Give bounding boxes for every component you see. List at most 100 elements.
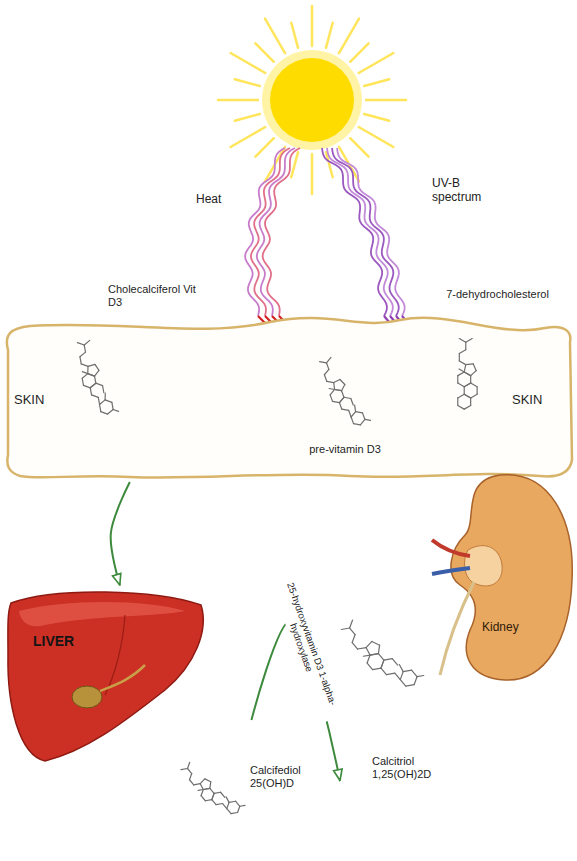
- compound-label: pre-vitamin D3: [300, 443, 390, 456]
- molecule: [180, 754, 246, 821]
- molecule-bond: [200, 783, 203, 790]
- molecule-bond: [201, 795, 205, 801]
- sun-ray: [366, 99, 406, 102]
- molecule-bond: [417, 676, 424, 677]
- molecule-bond: [358, 648, 366, 649]
- molecule-bond: [377, 645, 381, 653]
- molecule-bond: [380, 660, 385, 668]
- kidney-shape: [430, 470, 575, 685]
- sun-ray: [235, 79, 260, 86]
- molecule-bond: [209, 782, 212, 789]
- molecule-bond: [205, 800, 212, 801]
- molecule-bond: [348, 620, 353, 628]
- molecule-bond: [352, 642, 357, 650]
- molecule-bond: [211, 793, 215, 799]
- sun-ray: [291, 152, 298, 177]
- compound-label: Calcifediol 25(OH)D: [250, 764, 330, 790]
- bile-duct: [100, 665, 145, 691]
- sun-ray: [364, 79, 389, 86]
- molecule-bond: [413, 677, 418, 685]
- molecule-bond: [227, 808, 231, 814]
- gallbladder: [72, 686, 102, 708]
- sun-disc: [270, 58, 354, 142]
- sun-ray: [235, 114, 260, 121]
- molecule: [340, 610, 425, 696]
- molecule-7dhc: 7-dehydrocholesterol: [425, 288, 572, 418]
- liver-organ: LIVER: [5, 585, 210, 765]
- molecule-bond: [373, 668, 381, 669]
- molecule-drawing: [425, 288, 570, 418]
- uvb-label: UV-B spectrum: [432, 176, 494, 205]
- sun-ray: [359, 53, 394, 73]
- molecule-previtamin: pre-vitamin D3: [300, 345, 392, 465]
- pathway-arrow: [111, 482, 130, 585]
- molecule-bond: [341, 628, 349, 629]
- molecule-bond: [406, 685, 414, 686]
- sun-ray: [291, 23, 298, 48]
- uvb-beam: [322, 148, 387, 316]
- sun-ray: [231, 127, 266, 147]
- skin-shape: [0, 280, 577, 482]
- molecule-bond: [200, 779, 206, 784]
- sun-ray: [359, 127, 394, 147]
- molecule-bond: [226, 797, 229, 803]
- molecule-bond: [386, 673, 394, 674]
- molecule-bond: [187, 762, 191, 768]
- molecule-bond: [194, 784, 201, 785]
- molecule-bond: [240, 805, 245, 807]
- enzyme-label: 25-hydroxyvitamin D3 1-alpha-hydroxylase: [268, 568, 343, 723]
- organ-label: SKIN: [512, 392, 567, 408]
- molecule-bond: [380, 660, 385, 668]
- compound-label: 7-dehydrocholesterol: [425, 288, 570, 301]
- molecule-bond: [370, 654, 378, 655]
- sun-glow: [262, 50, 362, 150]
- molecule-calcitriol: Calcitriol 1,25(OH)2D: [340, 560, 480, 805]
- molecule-bond: [370, 654, 378, 655]
- sun-ray: [350, 138, 368, 156]
- molecule-bond: [203, 788, 210, 789]
- organ-label: SKIN: [14, 392, 64, 408]
- molecule-bond: [210, 788, 214, 794]
- molecule-bond: [395, 672, 400, 680]
- molecule-bond: [229, 801, 236, 802]
- molecule-bond: [392, 658, 397, 666]
- sun-ray: [350, 43, 368, 61]
- molecule-bond: [216, 804, 223, 805]
- molecule-bond: [205, 778, 211, 783]
- molecule-bond: [351, 635, 356, 643]
- sun-ray: [311, 154, 314, 194]
- molecule-bond: [350, 627, 355, 635]
- kidney-pelvis: [465, 546, 503, 586]
- ureter: [440, 582, 474, 675]
- renal-artery: [432, 540, 470, 556]
- sun-ray: [311, 6, 314, 46]
- sun-rays: [218, 6, 406, 194]
- molecule-bond: [372, 640, 380, 646]
- sun-ray: [255, 138, 273, 156]
- kidney-outline: [451, 475, 572, 680]
- uvb-beam: [332, 148, 399, 316]
- molecule-bond: [221, 792, 225, 798]
- molecule-drawing: [58, 283, 200, 428]
- molecule-bond: [412, 669, 417, 677]
- sun-ray: [326, 23, 333, 48]
- molecule-bond: [381, 667, 386, 675]
- skin-band: 7-dehydrocholesterolpre-vitamin D3Cholec…: [0, 280, 577, 482]
- molecule-bond: [212, 799, 216, 805]
- renal-vein: [432, 568, 470, 574]
- uvb-beam: [327, 148, 393, 316]
- molecule-bond: [365, 641, 373, 647]
- molecule-bond: [188, 774, 192, 780]
- molecule-bond: [189, 779, 193, 785]
- molecule-bond: [214, 792, 221, 793]
- molecule-bond: [236, 801, 240, 807]
- molecule-bond: [403, 670, 411, 671]
- heat-beam: [263, 148, 300, 316]
- molecule-bond: [231, 812, 238, 813]
- sun-ray: [265, 19, 285, 54]
- molecule-bond: [198, 789, 203, 791]
- molecule-bond: [399, 664, 403, 672]
- sun-ray: [231, 53, 266, 73]
- molecule-calcifediol: Calcifediol 25(OH)D: [180, 720, 332, 855]
